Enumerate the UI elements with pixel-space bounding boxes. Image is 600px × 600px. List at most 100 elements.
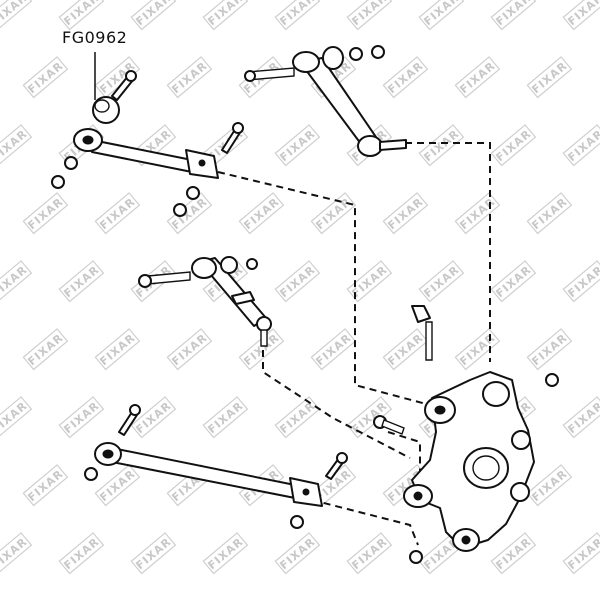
upper-lateral-arm xyxy=(73,128,219,179)
watermark-stamp: FIXAR xyxy=(562,124,600,167)
watermark-stamp: FIXAR xyxy=(526,56,573,99)
watermark-stamp: FIXAR xyxy=(94,328,141,371)
watermark-stamp: FIXAR xyxy=(562,396,600,439)
svg-text:FIXAR: FIXAR xyxy=(25,195,66,232)
watermark-stamp: FIXAR xyxy=(166,328,213,371)
watermark-stamp: FIXAR xyxy=(382,328,429,371)
watermark-stamp: FIXAR xyxy=(58,260,105,303)
watermark-stamp: FIXAR xyxy=(310,328,357,371)
watermark-stamp: FIXAR xyxy=(382,56,429,99)
svg-text:FIXAR: FIXAR xyxy=(205,0,246,28)
svg-text:FIXAR: FIXAR xyxy=(25,59,66,96)
watermark-stamp: FIXAR xyxy=(562,532,600,575)
svg-text:FIXAR: FIXAR xyxy=(313,195,354,232)
nuts-lower xyxy=(84,467,304,529)
svg-text:FIXAR: FIXAR xyxy=(457,195,498,232)
svg-text:FIXAR: FIXAR xyxy=(493,127,534,164)
svg-text:FIXAR: FIXAR xyxy=(493,535,534,572)
watermark-stamp: FIXAR xyxy=(346,0,393,31)
svg-text:FIXAR: FIXAR xyxy=(385,59,426,96)
watermark-stamp: FIXAR xyxy=(346,532,393,575)
watermark-stamp: FIXAR xyxy=(418,0,465,31)
watermark-stamp: FIXAR xyxy=(274,532,321,575)
bolt-lower-right xyxy=(325,452,348,480)
watermark-stamp: FIXAR xyxy=(22,56,69,99)
watermark-stamp: FIXAR xyxy=(526,328,573,371)
svg-text:FIXAR: FIXAR xyxy=(277,127,318,164)
watermark-stamp: FIXAR xyxy=(382,192,429,235)
watermark-stamp: FIXAR xyxy=(0,532,33,575)
svg-text:FIXAR: FIXAR xyxy=(25,467,66,504)
watermark-stamp: FIXAR xyxy=(274,260,321,303)
watermark-stamp: FIXAR xyxy=(310,192,357,235)
svg-text:FIXAR: FIXAR xyxy=(169,59,210,96)
svg-text:FIXAR: FIXAR xyxy=(133,535,174,572)
watermark-stamp: FIXAR xyxy=(490,124,537,167)
svg-text:FIXAR: FIXAR xyxy=(457,59,498,96)
watermark-stamp: FIXAR xyxy=(94,192,141,235)
svg-text:FIXAR: FIXAR xyxy=(241,195,282,232)
watermark-stamp: FIXAR xyxy=(0,260,33,303)
watermark-stamp: FIXAR xyxy=(490,0,537,31)
svg-text:FIXAR: FIXAR xyxy=(349,0,390,28)
watermark-stamp: FIXAR xyxy=(22,328,69,371)
watermark-stamp: FIXAR xyxy=(274,396,321,439)
watermark-stamp: FIXAR xyxy=(526,464,573,507)
bushings-toe-link xyxy=(322,45,385,70)
rear-knuckle xyxy=(403,371,535,552)
svg-text:FIXAR: FIXAR xyxy=(421,263,462,300)
svg-text:FIXAR: FIXAR xyxy=(313,331,354,368)
washers-upper-left xyxy=(51,156,78,189)
svg-text:FIXAR: FIXAR xyxy=(457,331,498,368)
toe-control-link xyxy=(244,51,407,157)
watermark-stamp: FIXAR xyxy=(202,396,249,439)
svg-text:FIXAR: FIXAR xyxy=(97,467,138,504)
svg-text:FIXAR: FIXAR xyxy=(385,195,426,232)
knuckle-bolt-left xyxy=(373,415,405,435)
svg-text:FIXAR: FIXAR xyxy=(205,535,246,572)
svg-text:FIXAR: FIXAR xyxy=(61,263,102,300)
svg-text:FIXAR: FIXAR xyxy=(421,127,462,164)
watermark-stamp: FIXAR xyxy=(562,0,600,31)
svg-text:FIXAR: FIXAR xyxy=(61,535,102,572)
svg-text:FIXAR: FIXAR xyxy=(493,263,534,300)
watermark-stamp: FIXAR xyxy=(454,192,501,235)
watermark-stamp: FIXAR xyxy=(202,0,249,31)
svg-text:FIXAR: FIXAR xyxy=(0,399,30,436)
watermark-stamp: FIXAR xyxy=(238,192,285,235)
svg-text:FIXAR: FIXAR xyxy=(97,195,138,232)
svg-text:FIXAR: FIXAR xyxy=(277,0,318,28)
watermark-stamp: FIXAR xyxy=(0,124,33,167)
svg-text:FIXAR: FIXAR xyxy=(97,331,138,368)
bolt-upper-mid xyxy=(221,122,244,154)
bolt-upper-left xyxy=(111,70,137,101)
watermark-stamp: FIXAR xyxy=(22,464,69,507)
watermark-stamp: FIXAR xyxy=(130,532,177,575)
svg-text:FIXAR: FIXAR xyxy=(0,127,30,164)
svg-text:FIXAR: FIXAR xyxy=(133,399,174,436)
watermark-stamp: FIXAR xyxy=(94,464,141,507)
svg-text:FIXAR: FIXAR xyxy=(421,0,462,28)
watermark-stamp: FIXAR xyxy=(58,396,105,439)
watermark-stamp: FIXAR xyxy=(274,0,321,31)
svg-text:FIXAR: FIXAR xyxy=(169,331,210,368)
svg-text:FIXAR: FIXAR xyxy=(493,0,534,28)
watermark-stamp: FIXAR xyxy=(202,532,249,575)
watermark-stamp: FIXAR xyxy=(130,0,177,31)
watermark-stamp: FIXAR xyxy=(562,260,600,303)
middle-lateral-arm xyxy=(138,257,272,347)
watermark-stamp: FIXAR xyxy=(490,532,537,575)
svg-text:FIXAR: FIXAR xyxy=(385,331,426,368)
svg-text:FIXAR: FIXAR xyxy=(61,0,102,28)
svg-text:FIXAR: FIXAR xyxy=(61,399,102,436)
svg-text:FIXAR: FIXAR xyxy=(529,467,570,504)
svg-text:FIXAR: FIXAR xyxy=(529,331,570,368)
svg-text:FIXAR: FIXAR xyxy=(25,331,66,368)
svg-text:FIXAR: FIXAR xyxy=(349,535,390,572)
svg-text:FIXAR: FIXAR xyxy=(277,535,318,572)
watermark-stamp: FIXAR xyxy=(346,260,393,303)
watermark-stamp: FIXAR xyxy=(130,396,177,439)
svg-text:FIXAR: FIXAR xyxy=(277,399,318,436)
svg-text:FIXAR: FIXAR xyxy=(0,535,30,572)
